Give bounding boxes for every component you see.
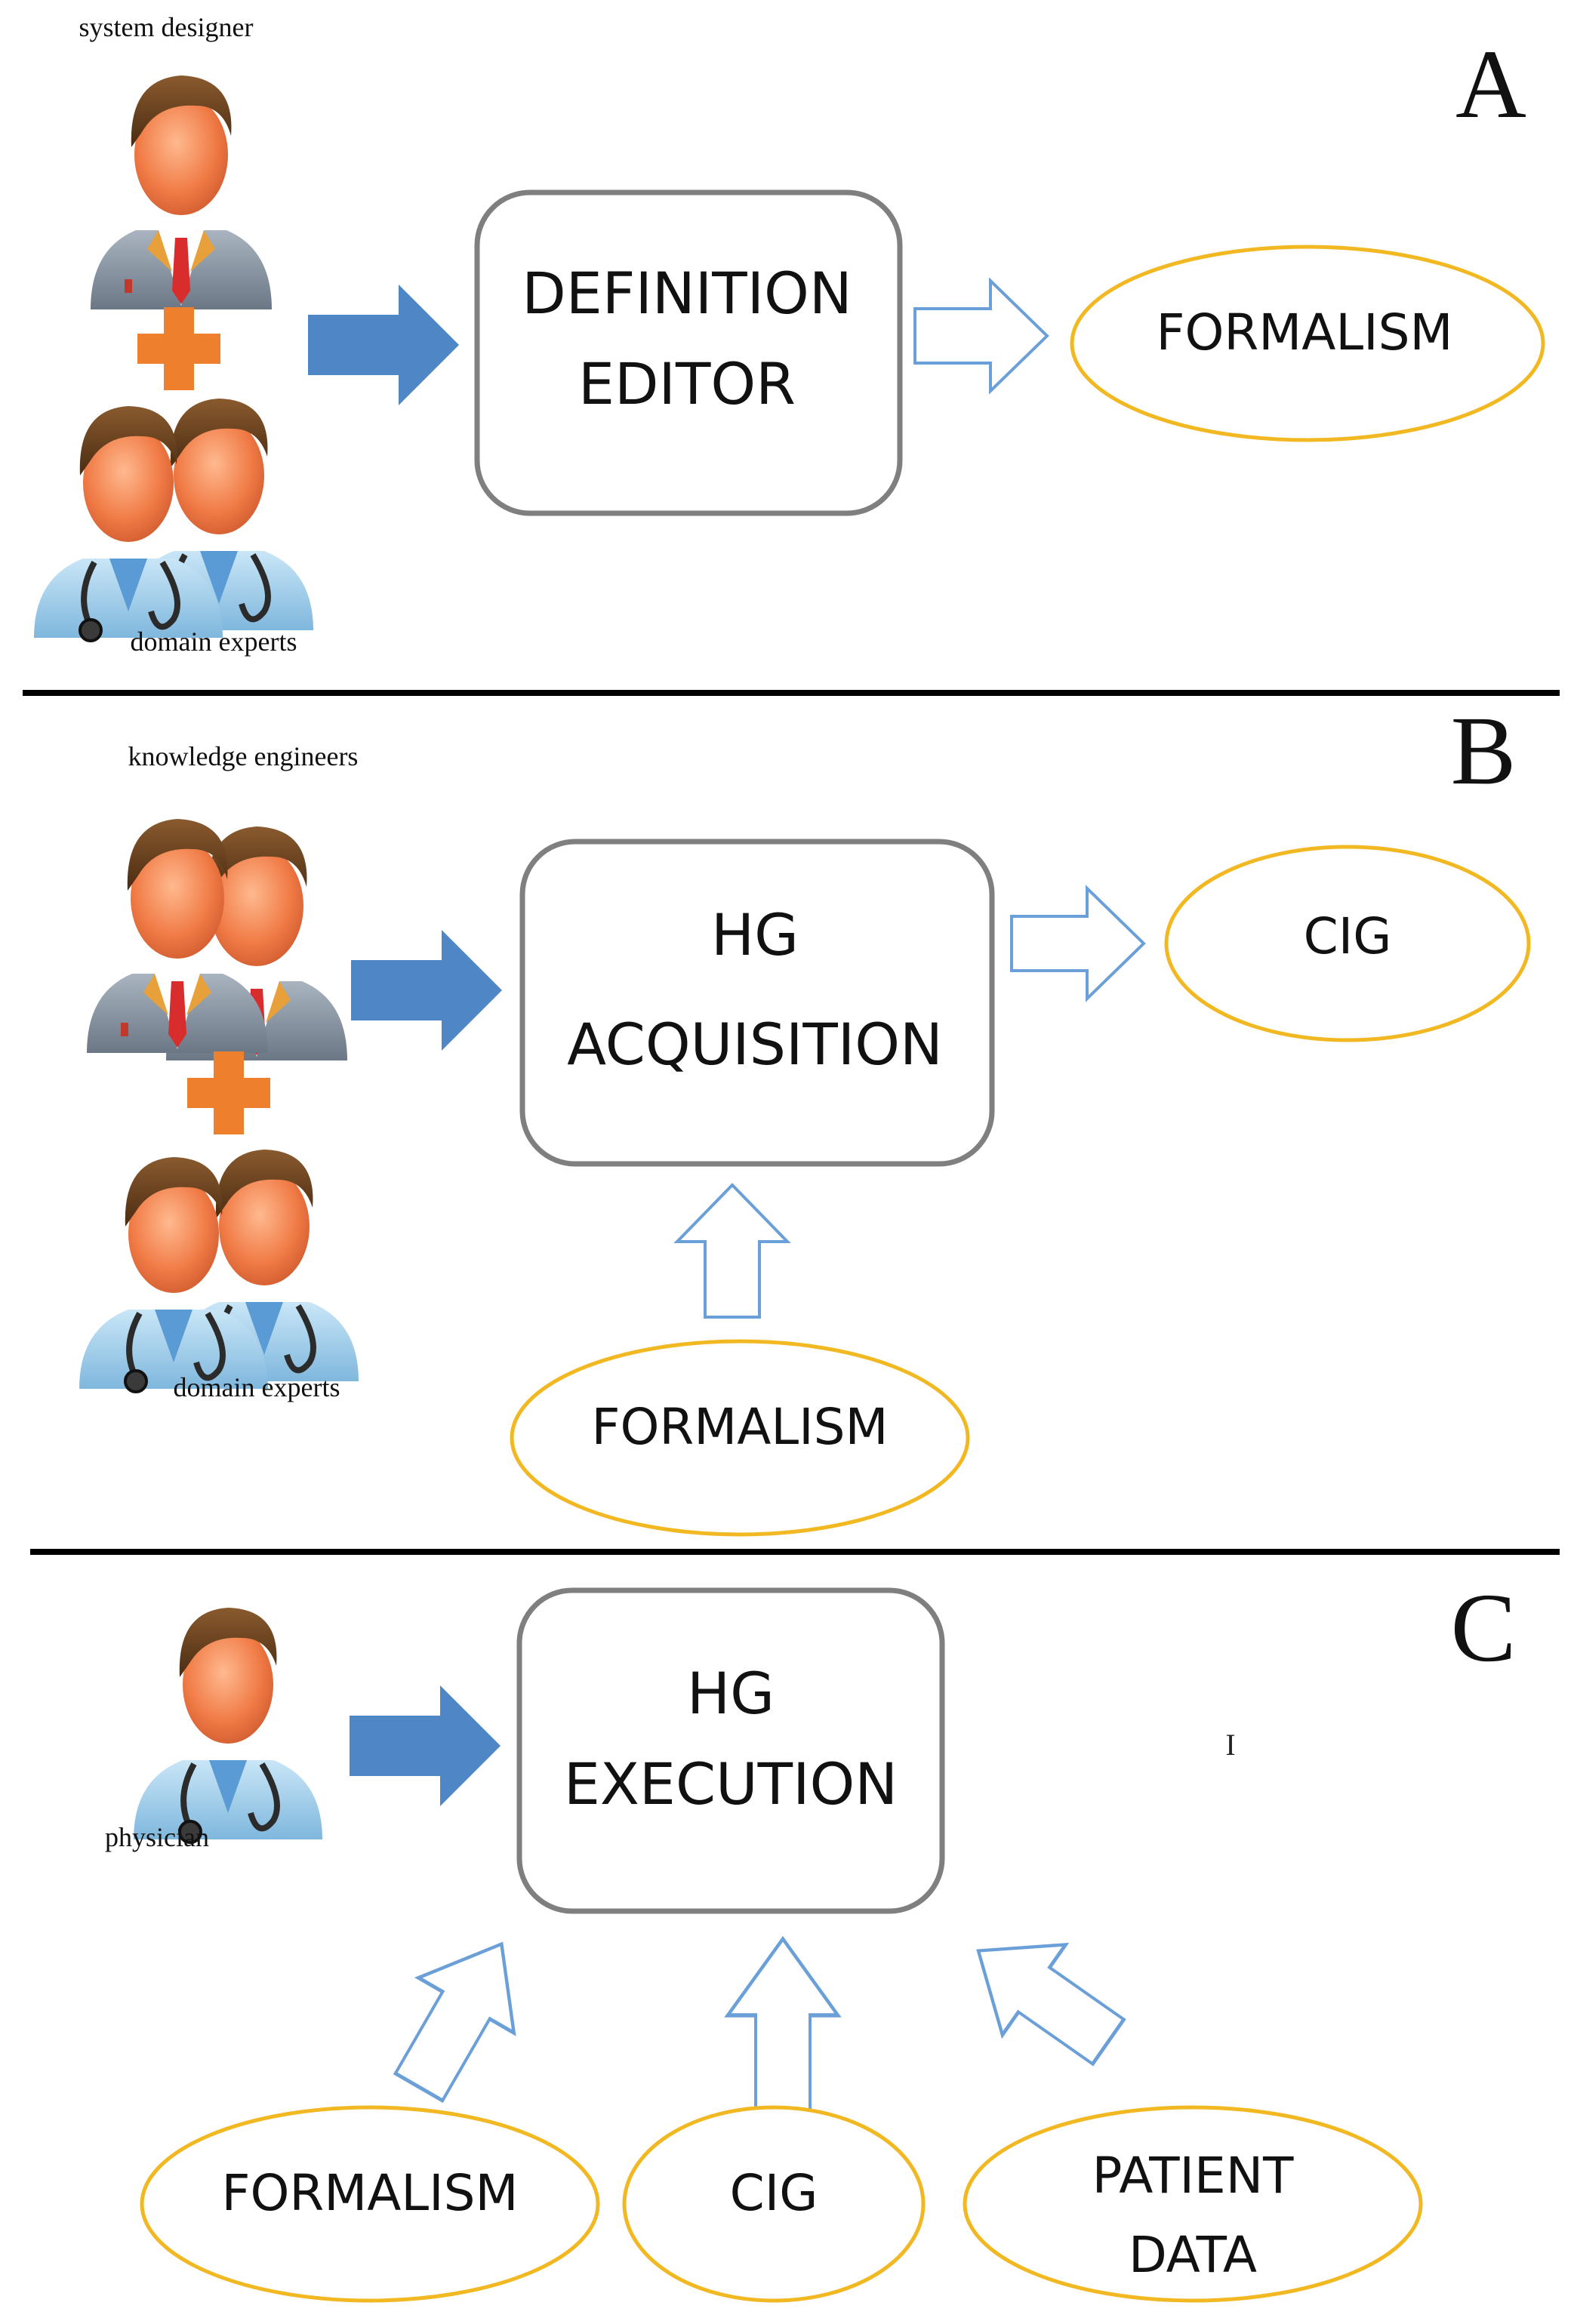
- patient-data-label-line1: PATIENT: [1092, 2147, 1294, 2205]
- section-letter-b: B: [1451, 697, 1517, 805]
- doctor-icon: [134, 1608, 322, 1842]
- box-label-line2: EXECUTION: [564, 1750, 898, 1818]
- section-a: system designer domain experts DEFINITIO…: [34, 12, 1545, 657]
- formalism-label: FORMALISM: [592, 1398, 889, 1456]
- box-label-line1: HG: [711, 901, 799, 968]
- cig-label: CIG: [1304, 907, 1392, 965]
- formalism-oval: [1070, 245, 1545, 442]
- formalism-oval: [140, 2105, 600, 2303]
- hollow-arrow: [947, 1906, 1140, 2087]
- cig-oval: [622, 2105, 926, 2303]
- solid-arrow: [351, 930, 502, 1051]
- text-cursor: I: [1225, 1728, 1235, 1762]
- definition-editor-box: [474, 189, 903, 516]
- hg-acquisition-box: [519, 839, 995, 1167]
- box-label-line1: HG: [687, 1660, 775, 1727]
- formalism-label: FORMALISM: [1157, 303, 1453, 362]
- patient-data-oval: [963, 2105, 1423, 2303]
- physician-caption: physician: [105, 1822, 209, 1852]
- hollow-arrow: [676, 1184, 789, 1319]
- box-label-line1: DEFINITION: [522, 260, 852, 327]
- hollow-arrow: [913, 279, 1049, 392]
- plus-icon: [187, 1051, 270, 1134]
- box-label-line2: EDITOR: [578, 350, 796, 417]
- formalism-oval: [510, 1339, 970, 1537]
- businessman-icon: [91, 75, 272, 309]
- box-label-line2: ACQUISITION: [567, 1011, 943, 1078]
- hollow-arrow: [1010, 887, 1145, 1000]
- section-letter-a: A: [1455, 30, 1526, 139]
- doctor-icon: [79, 1150, 359, 1392]
- businessman-icon: [87, 819, 347, 1060]
- section-c: physician HG EXECUTION I FORMALISM CIG P…: [105, 1574, 1517, 2303]
- cig-oval: [1164, 845, 1531, 1042]
- section-b: knowledge engineers domain experts HG AC…: [79, 697, 1531, 1537]
- solid-arrow: [308, 285, 459, 405]
- knowledge-engineers-caption: knowledge engineers: [128, 741, 359, 771]
- doctor-icon: [34, 399, 313, 641]
- hollow-arrow: [728, 1939, 838, 2117]
- formalism-label: FORMALISM: [222, 2164, 519, 2222]
- cig-label: CIG: [730, 2164, 818, 2222]
- hg-execution-box: [516, 1587, 945, 1914]
- patient-data-label-line2: DATA: [1129, 2226, 1257, 2284]
- plus-icon: [137, 307, 220, 390]
- solid-arrow: [350, 1685, 501, 1806]
- system-designer-caption: system designer: [79, 12, 254, 42]
- domain-experts-caption: domain experts: [174, 1372, 340, 1402]
- domain-experts-caption: domain experts: [131, 626, 297, 657]
- hollow-arrow: [371, 1916, 550, 2114]
- section-letter-c: C: [1451, 1574, 1517, 1682]
